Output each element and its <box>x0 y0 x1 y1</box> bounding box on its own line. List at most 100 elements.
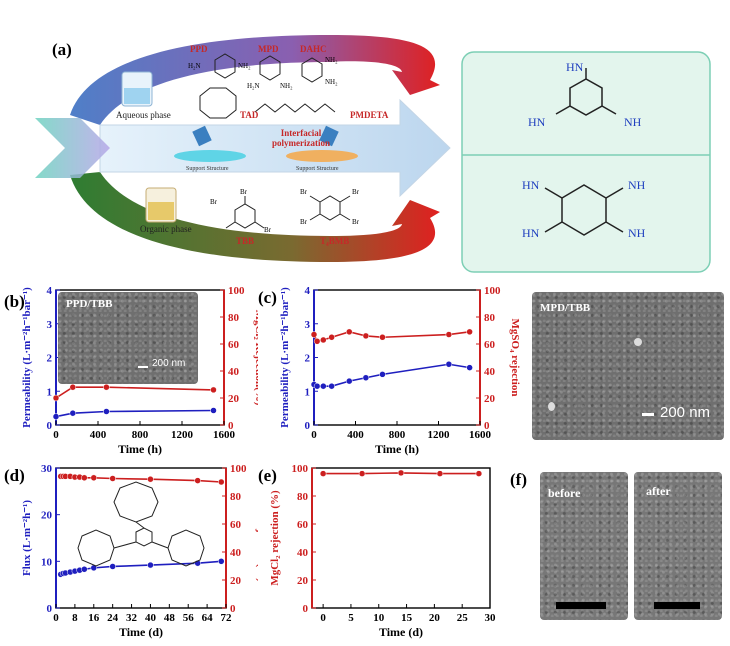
tbb-br-c: Br <box>264 226 271 234</box>
support-structure-left-icon <box>174 125 246 162</box>
before-scale-bar <box>556 602 606 609</box>
c-series-1-point-5 <box>362 332 370 340</box>
c-yrtick-label-4: 80 <box>484 312 496 324</box>
e-xtick-label-6: 30 <box>485 612 497 624</box>
c-yrtick-label-2: 40 <box>484 366 496 378</box>
bottom-arc-arrow <box>70 172 440 262</box>
d-series-0-point-11 <box>218 558 225 565</box>
b-series-1-point-3 <box>210 386 217 394</box>
c-yrtick-label-1: 20 <box>484 393 496 405</box>
product-structure-bottom <box>544 184 624 236</box>
mpd-nh2: NH₂ <box>280 82 293 90</box>
b-series-0-point-2 <box>103 408 110 415</box>
sem-particle-1 <box>634 338 642 346</box>
d-series-0-point-8 <box>109 563 116 570</box>
ppd-label: PPD <box>190 44 208 54</box>
b-xtick-label-0: 0 <box>53 429 59 441</box>
organic-beaker-icon <box>145 187 177 223</box>
d-series-1-point-10 <box>194 477 201 484</box>
top-arc-arrow <box>70 35 440 125</box>
b-series-1-line <box>55 386 214 399</box>
dahc-nh2-b: NH₂ <box>325 78 338 86</box>
aqueous-beaker-icon <box>121 71 153 107</box>
product-top-nh-right: NH <box>624 115 642 129</box>
mpd-tbb-label: MPD/TBB <box>540 302 591 314</box>
b-xtick-label-1: 400 <box>90 429 107 441</box>
tad-structure <box>199 87 237 119</box>
e-ytick-label-2: 40 <box>297 547 309 559</box>
b-yrtick-label-4: 80 <box>228 312 240 324</box>
c-series-0-point-7 <box>445 361 453 368</box>
c-yrtick-label-0: 0 <box>484 420 490 432</box>
support-structure-right-icon <box>286 125 358 162</box>
d-yrtick-label-5: 100 <box>230 463 247 475</box>
d-yrtick-label-1: 20 <box>230 575 242 587</box>
t4bmb-br-a: Br <box>300 188 307 196</box>
t4bmb-label: T₄BMB <box>320 236 350 246</box>
e-frame <box>311 467 491 609</box>
d-series-0-point-6 <box>81 566 88 573</box>
c-yrtick-label-5: 100 <box>484 285 501 297</box>
t4bmb-br-b: Br <box>300 218 307 226</box>
e-xtick-label-1: 5 <box>348 612 354 624</box>
product-bottom-hn-b: HN <box>522 226 540 240</box>
e-series-0-point-4 <box>475 470 483 477</box>
mpd-h2n: H₂N <box>247 82 260 90</box>
panel-f-label: (f) <box>510 470 527 489</box>
b-xtick-label-4: 1600 <box>213 429 236 441</box>
product-bottom-hn-a: HN <box>522 178 540 192</box>
d-yrtick-label-4: 80 <box>230 491 242 503</box>
d-series-1-point-9 <box>147 475 154 483</box>
t4bmb-br-d: Br <box>352 218 359 226</box>
c-series-1-point-4 <box>346 328 353 336</box>
mpd-tbb-scale-text: 200 nm <box>660 404 711 421</box>
c-series-1-point-8 <box>466 328 473 336</box>
d-yltick-label-2: 20 <box>41 510 53 522</box>
d-xtick-label-1: 8 <box>72 612 78 624</box>
product-top-hn-left: HN <box>528 115 546 129</box>
d-yrtick-label-3: 60 <box>230 519 242 531</box>
d-series-0-point-9 <box>147 561 154 569</box>
center-arrow <box>99 98 451 198</box>
c-series-0-point-6 <box>379 371 386 378</box>
b-yltick-label-1: 1 <box>47 386 53 398</box>
c-yltick-label-0: 0 <box>305 420 311 432</box>
d-yrtick-label-2: 40 <box>230 547 242 559</box>
e-xlabel: Time (d) <box>379 625 423 639</box>
sem-before: before <box>540 472 628 620</box>
d-xtick-label-7: 56 <box>183 612 195 624</box>
e-series-0-point-0 <box>319 470 327 477</box>
e-series-0-point-1 <box>358 470 366 477</box>
tbb-label: TBB <box>236 236 255 246</box>
b-yrtick-label-0: 0 <box>228 420 234 432</box>
panel-c-label: (c) <box>258 288 277 307</box>
c-ylabel-right: MgSO₄ rejection <box>509 319 521 397</box>
tad-label: TAD <box>240 110 259 120</box>
b-xtick-label-2: 800 <box>132 429 149 441</box>
b-yrtick-label-3: 60 <box>228 339 240 351</box>
panel-e-label: (e) <box>258 466 277 485</box>
c-series-1-point-6 <box>379 334 386 341</box>
panel-d-molecule <box>77 481 205 567</box>
c-yltick-label-1: 1 <box>305 386 311 398</box>
d-xtick-label-6: 48 <box>164 612 176 624</box>
e-series-0-point-3 <box>436 470 444 477</box>
left-chevron <box>35 118 110 178</box>
aqueous-phase-label: Aqueous phase <box>116 110 171 120</box>
c-series-1-point-0 <box>310 331 318 338</box>
e-xtick-label-3: 15 <box>401 612 413 624</box>
d-xlabel: Time (d) <box>119 625 163 639</box>
c-xtick-label-0: 0 <box>311 429 317 441</box>
ppd-tbb-scale-bar <box>138 366 148 368</box>
d-series-1-point-8 <box>109 475 116 482</box>
b-yrtick-label-1: 20 <box>228 393 240 405</box>
d-xtick-label-8: 64 <box>202 612 214 624</box>
d-ylabel-right: Co²⁺ rejection (%) <box>255 494 258 582</box>
b-series-1-point-0 <box>52 394 60 402</box>
b-series-0-point-3 <box>210 407 217 414</box>
c-xtick-label-1: 400 <box>347 429 364 441</box>
support-label-left: Support Structure <box>186 166 229 172</box>
c-ylabel-left: Permeability (L·m⁻²h⁻¹bar⁻¹) <box>279 287 291 428</box>
b-xlabel: Time (h) <box>118 442 162 456</box>
